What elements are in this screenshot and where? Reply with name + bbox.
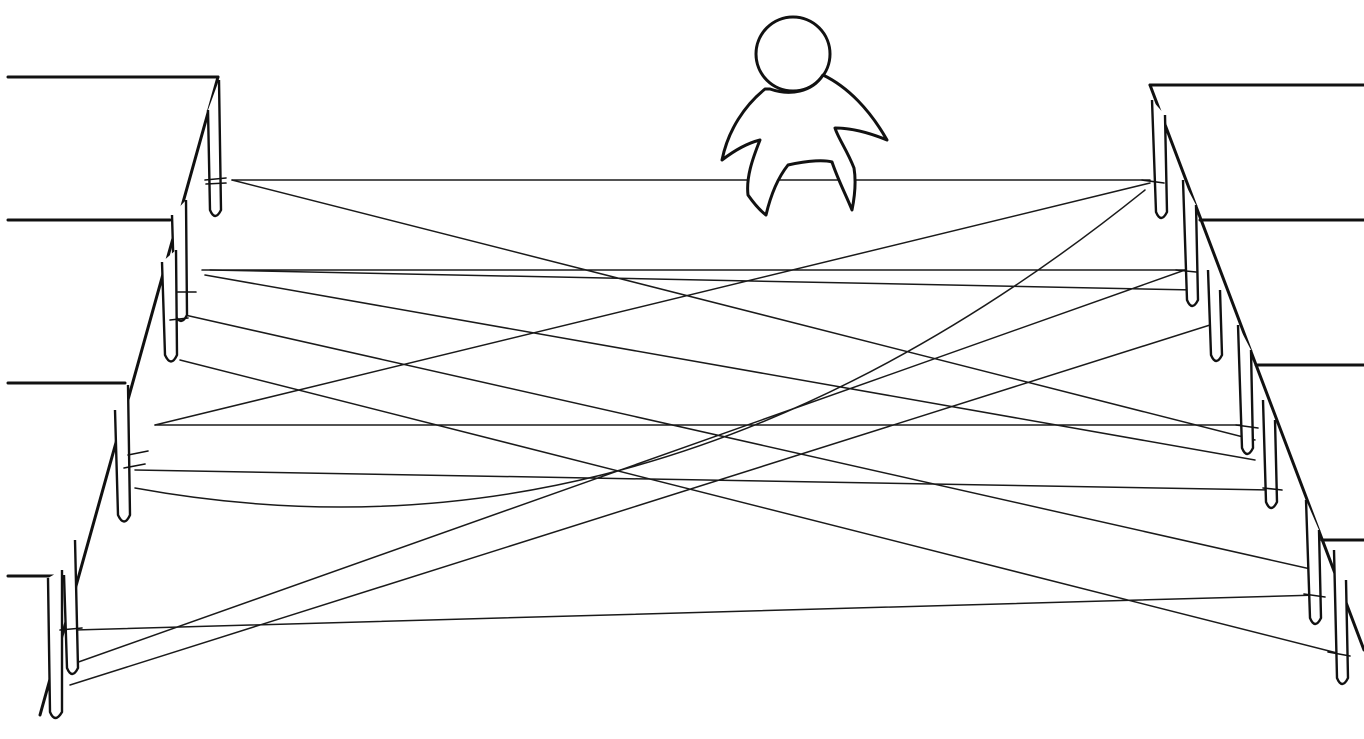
string: [185, 315, 1315, 570]
stick-figure: [722, 17, 887, 215]
string: [210, 270, 1195, 290]
string: [232, 180, 1255, 440]
string: [135, 190, 1145, 507]
peg: [48, 570, 62, 718]
peg: [115, 385, 130, 522]
right-ledge: [1150, 85, 1364, 650]
peg: [1334, 550, 1348, 684]
string: [70, 325, 1210, 685]
string: [155, 183, 1150, 425]
left-pegs: [48, 80, 221, 718]
peg: [64, 540, 78, 674]
peg: [1152, 100, 1167, 218]
left-ledge: [8, 77, 218, 715]
peg: [1306, 500, 1321, 624]
peg: [162, 250, 177, 362]
strings: [70, 180, 1345, 685]
peg: [1208, 270, 1222, 361]
string: [135, 470, 1272, 490]
peg: [1238, 325, 1253, 454]
peg: [1183, 180, 1198, 306]
string-knots: [60, 178, 1350, 656]
string: [70, 270, 1185, 665]
figure-body: [722, 75, 887, 215]
string: [205, 275, 1255, 460]
